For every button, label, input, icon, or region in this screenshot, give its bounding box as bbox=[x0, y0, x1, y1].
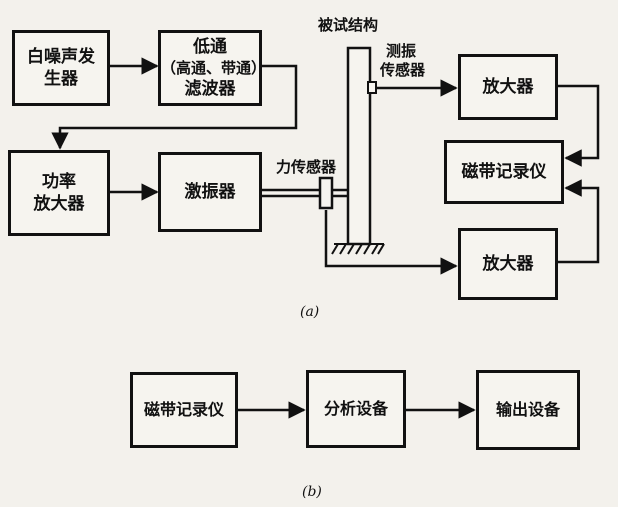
amplifier-bottom-label: 放大器 bbox=[482, 254, 534, 274]
white-noise-generator-box: 白噪声发生器 bbox=[12, 30, 110, 106]
arrow-amp-top-to-recorder bbox=[558, 84, 600, 167]
tape-recorder-label-b: 磁带记录仪 bbox=[143, 400, 224, 419]
arrow-filter-to-power-amp bbox=[51, 64, 298, 150]
vibration-sensor-label-line2: 传感器 bbox=[380, 61, 426, 79]
analysis-equipment-box: 分析设备 bbox=[306, 370, 406, 448]
analysis-equipment-label: 分析设备 bbox=[323, 399, 388, 418]
exciter-label: 激振器 bbox=[184, 182, 236, 202]
filter-box: 低通 （高通、带通） 滤波器 bbox=[158, 30, 267, 106]
filter-label-line2: （高通、带通） bbox=[161, 59, 267, 77]
force-sensor-label: 力传感器 bbox=[276, 158, 337, 176]
test-structure-label: 被试结构 bbox=[318, 16, 379, 34]
test-structure-column bbox=[346, 46, 372, 246]
output-equipment-label: 输出设备 bbox=[495, 400, 560, 419]
vibration-sensor-label: 测振 传感器 bbox=[380, 42, 425, 80]
vibration-sensor-mount bbox=[367, 81, 377, 94]
exciter-box: 激振器 bbox=[158, 152, 262, 232]
filter-label-line3: 滤波器 bbox=[184, 79, 236, 99]
white-noise-generator-label: 白噪声发生器 bbox=[27, 47, 95, 89]
output-equipment-box: 输出设备 bbox=[476, 370, 580, 450]
caption-b: (b) bbox=[302, 484, 322, 500]
caption-a: (a) bbox=[300, 304, 320, 320]
tape-recorder-box-b: 磁带记录仪 bbox=[130, 372, 238, 448]
power-amplifier-label-line2: 放大器 bbox=[33, 194, 85, 214]
amplifier-top-label: 放大器 bbox=[482, 77, 534, 97]
arrow-amp-bottom-to-recorder bbox=[558, 179, 600, 264]
ground-hatch bbox=[331, 243, 385, 255]
amplifier-top-box: 放大器 bbox=[458, 54, 558, 120]
vibration-sensor-label-line1: 测振 bbox=[386, 42, 417, 60]
power-amplifier-label-line1: 功率 bbox=[42, 172, 76, 192]
tape-recorder-box-a: 磁带记录仪 bbox=[444, 140, 564, 204]
tape-recorder-label-a: 磁带记录仪 bbox=[461, 162, 547, 182]
force-sensor-block bbox=[318, 176, 334, 210]
filter-label-line1: 低通 bbox=[193, 37, 227, 57]
arrow-force-sensor-to-amp bbox=[324, 210, 458, 275]
power-amplifier-box: 功率 放大器 bbox=[8, 150, 110, 236]
amplifier-bottom-box: 放大器 bbox=[458, 228, 558, 300]
